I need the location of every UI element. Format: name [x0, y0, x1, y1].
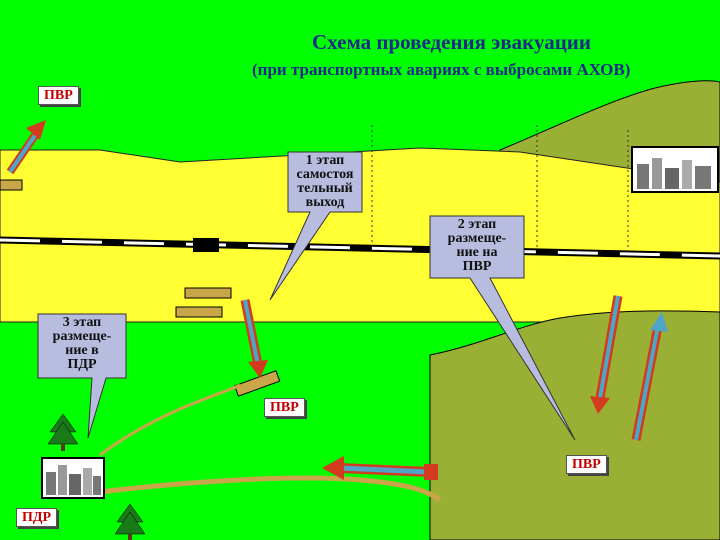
city-icon: [631, 146, 719, 193]
arrow-right-down: [590, 295, 623, 414]
road-curve: [99, 383, 241, 457]
accident-vehicle: [193, 238, 219, 252]
label-pvr-right: ПВР: [566, 455, 607, 474]
tree-icon: [114, 503, 146, 540]
arrow-bottom-center: [322, 456, 438, 480]
callout-stage2-bubble: [429, 215, 576, 441]
railway-line: [0, 236, 720, 260]
callout-stage1-text: 1 этап самостоя тельный выход: [296, 153, 354, 210]
callout-stage3-text: 3 этап размеще- ние в ПДР: [52, 315, 112, 372]
callout-stage1-bubble: [269, 151, 363, 301]
page-title: Схема проведения эвакуации: [312, 30, 592, 54]
road-bottom: [99, 475, 442, 503]
label-pvr-top-left: ПВР: [38, 86, 79, 105]
arrow-stage1: [240, 299, 268, 378]
hill-bottom-right: [429, 310, 720, 540]
callout-stage2-text: 2 этап размеще- ние на ПВР: [447, 217, 507, 274]
arrow-right-up: [631, 312, 668, 441]
vehicle-2: [175, 306, 223, 318]
label-pdr: ПДР: [16, 508, 58, 527]
city-icon: [41, 457, 105, 499]
page-subtitle: (при транспортных авариях с выбросами АХ…: [252, 60, 631, 79]
arrow-top-left: [6, 120, 46, 175]
label-pvr-center: ПВР: [264, 398, 305, 417]
hazard-zone: [0, 147, 720, 323]
vehicle-1: [184, 287, 232, 299]
vehicle-4: [233, 370, 281, 397]
vehicle-3: [0, 179, 23, 191]
callout-stage3-bubble: [37, 313, 127, 439]
tree-icon: [47, 413, 79, 451]
